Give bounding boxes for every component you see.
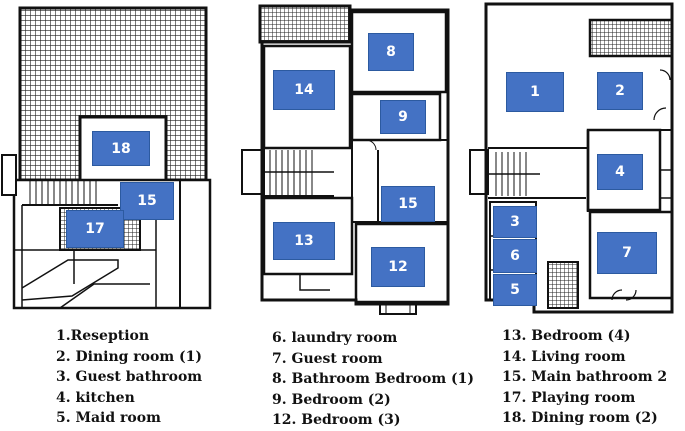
- legend-column-2: 6. laundry room 7. Guest room 8. Bathroo…: [272, 328, 474, 431]
- legend-item: 18. Dining room (2): [502, 410, 658, 426]
- room-badge-15: 15: [381, 186, 435, 222]
- room-badge-9: 9: [380, 100, 426, 134]
- room-badge-1: 1: [506, 72, 564, 112]
- legend-item: 14. Living room: [502, 348, 626, 365]
- room-badge-18: 18: [92, 131, 150, 166]
- room-badge-12: 12: [371, 247, 425, 287]
- room-badge-17: 17: [66, 210, 124, 248]
- room-badge-2: 2: [597, 72, 643, 110]
- room-badge-5: 5: [493, 274, 537, 306]
- legend-item: 12. Bedroom (3): [272, 412, 401, 428]
- legend-item: 4. kitchen: [56, 389, 135, 406]
- room-badge-4: 4: [597, 154, 643, 190]
- room-badge-14: 14: [273, 70, 335, 110]
- legend-item: 2. Dining room (1): [56, 348, 203, 365]
- legend-item: 5. Maid room: [56, 410, 161, 426]
- room-badge-3: 3: [493, 206, 537, 238]
- legend-item: 6. laundry room: [272, 330, 398, 346]
- room-badge-7: 7: [597, 232, 657, 274]
- legend-item: 7. Guest room: [272, 350, 383, 367]
- legend-item: 1.Resеption: [56, 328, 150, 344]
- legend-item: 15. Main bathroom 2: [502, 369, 668, 385]
- room-badge-13: 13: [273, 222, 335, 260]
- room-badge-6: 6: [493, 239, 537, 273]
- legend-item: 17. Playing room: [502, 389, 636, 406]
- room-badge-8: 8: [368, 33, 414, 71]
- legend-item: 13. Bedroom (4): [502, 328, 631, 344]
- legend-item: 8. Bathroom Bedroom (1): [272, 371, 475, 387]
- legend-item: 9. Bedroom (2): [272, 391, 391, 408]
- legend-column-1: 1.Resеption 2. Dining room (1) 3. Guest …: [56, 326, 202, 429]
- legend-item: 3. Guest bathroom: [56, 369, 203, 385]
- room-badge-15: 15: [120, 182, 174, 220]
- legend-column-3: 13. Bedroom (4) 14. Living room 15. Main…: [502, 326, 667, 429]
